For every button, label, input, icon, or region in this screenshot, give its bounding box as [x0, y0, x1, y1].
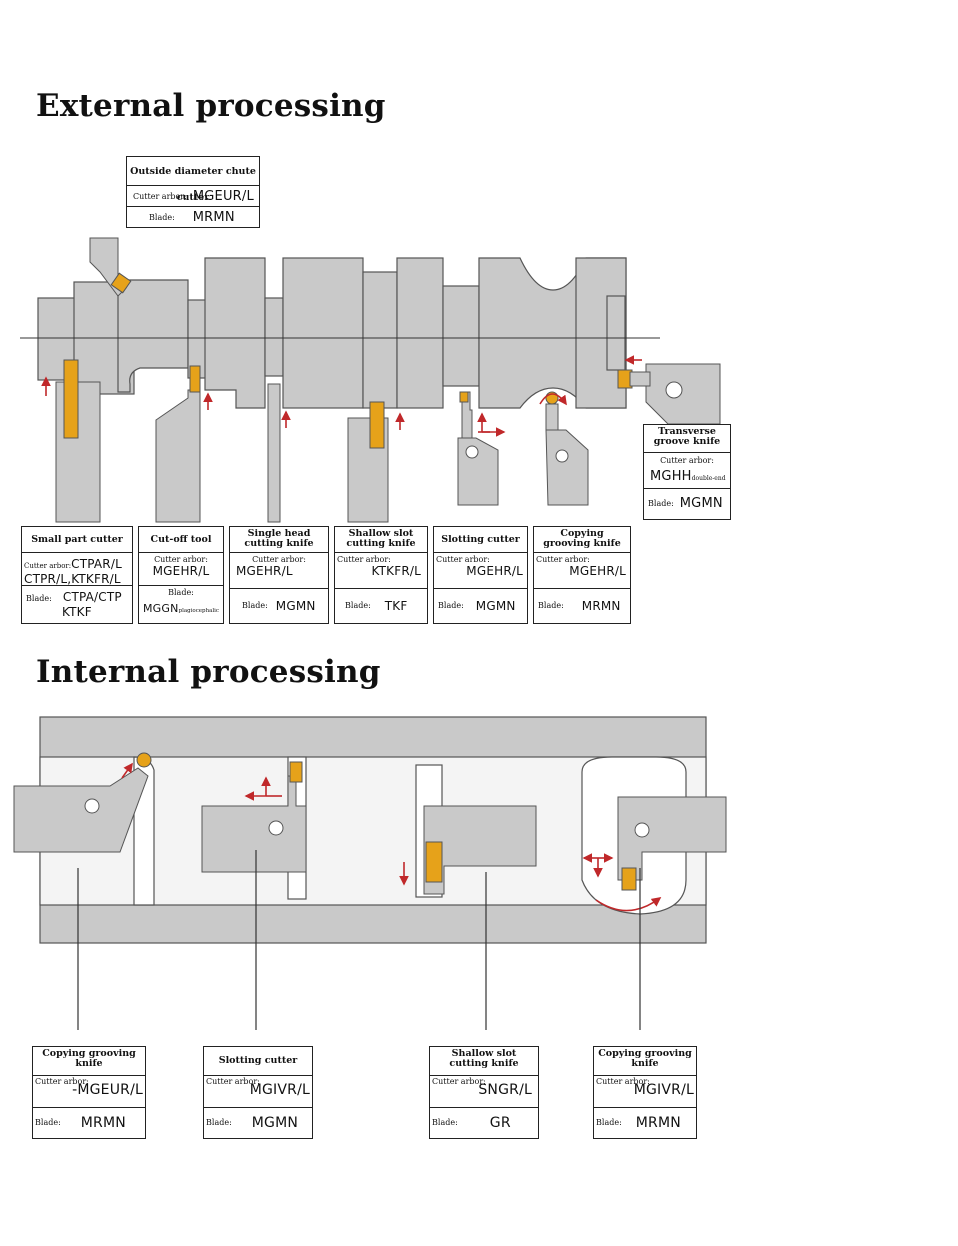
- cut-off-tool-box: Cut-off tool Cutter arbor: MGEHR/L Blade…: [138, 526, 224, 624]
- blade-value: MGMN: [679, 496, 723, 511]
- arbor-value: MGEHR/L: [466, 564, 523, 578]
- arbor-label: Cutter arbor:: [154, 555, 208, 564]
- arbor-value: -MGEUR/L: [72, 1082, 143, 1098]
- arbor-label: Cutter arbor:: [35, 1077, 89, 1086]
- blade-label: Blade:: [538, 601, 564, 610]
- box-title: Small part cutter: [22, 527, 132, 553]
- blade-value: MGGN: [142, 602, 179, 615]
- feed-arrows: [41, 355, 642, 437]
- arbor-value: MGEUR/L: [192, 188, 254, 204]
- blade-label: Blade:: [438, 601, 464, 610]
- arbor-label: Cutter arbor:: [432, 1077, 486, 1086]
- arbor-value: MGEHR/L: [569, 564, 626, 578]
- blade-value: MRMN: [192, 209, 235, 225]
- box-title: Outside diameter chute cutter: [127, 157, 259, 203]
- blade-value: MGMN: [275, 598, 316, 613]
- internal-shallow-slot-cutting-knife-box: Shallow slot cutting knife Cutter arbor:…: [429, 1046, 539, 1139]
- external-heading: External processing: [36, 88, 386, 124]
- arbor-value: MGIVR/L: [633, 1082, 694, 1098]
- copying-grooving-knife-box: Copying grooving knife Cutter arbor: MGE…: [533, 526, 631, 624]
- box-title: Transverse groove knife: [644, 425, 730, 453]
- external-tools: [55, 237, 721, 523]
- arbor-label: Cutter arbor:: [337, 555, 391, 564]
- box-title: Slotting cutter: [204, 1047, 312, 1076]
- box-title: Shallow slot cutting knife: [335, 527, 427, 553]
- blade-label: Blade:: [168, 588, 194, 597]
- transverse-groove-knife-box: Transverse groove knife Cutter arbor: MG…: [643, 424, 731, 520]
- arbor-label: Cutter arbor:: [206, 1077, 260, 1086]
- blade-label: Blade:: [345, 601, 371, 610]
- box-title: Shallow slot cutting knife: [430, 1047, 538, 1076]
- external-machining-diagram: [20, 237, 721, 523]
- outside-chute-cutter-box: Outside diameter chute cutter Cutter arb…: [126, 156, 260, 228]
- arbor-label: Cutter arbor:: [536, 555, 590, 564]
- blade-label: Blade:: [432, 1118, 458, 1127]
- blade-value: TKF: [384, 598, 408, 613]
- internal-feed-arrows: [121, 762, 662, 912]
- blade-value: MRMN: [635, 1114, 681, 1131]
- bore-workpiece: [39, 716, 707, 944]
- arbor-value: MGEHR/L: [236, 564, 293, 578]
- blade-label: Blade:: [149, 212, 175, 222]
- arbor-value-2: CTPR/L,KTKFR/L: [24, 572, 121, 586]
- blade-label: Blade:: [35, 1118, 61, 1127]
- arbor-label: Cutter arbor:: [660, 456, 714, 465]
- leader-lines: [77, 850, 641, 1030]
- blade-value: GR: [489, 1114, 511, 1131]
- blade-label: Blade:: [242, 601, 268, 610]
- blade-value: MGMN: [475, 598, 516, 613]
- arbor-value: MGIVR/L: [249, 1082, 310, 1098]
- blade-label: Blade:: [596, 1118, 622, 1127]
- internal-tools: [13, 752, 727, 895]
- blade-value: MGMN: [251, 1114, 299, 1131]
- blade-value: MRMN: [581, 598, 621, 613]
- arbor-value: MGEHR/L: [152, 564, 210, 578]
- arbor-label: Cutter arbor:: [436, 555, 490, 564]
- blade-label: Blade:: [648, 499, 674, 508]
- box-title: Copying grooving knife: [594, 1047, 696, 1076]
- arbor-suffix: double-end: [691, 475, 726, 482]
- box-title: Slotting cutter: [434, 527, 527, 553]
- workpiece-shaft: [37, 257, 627, 409]
- blade-suffix: plagiocephalic: [178, 608, 219, 614]
- shallow-slot-cutting-knife-box: Shallow slot cutting knife Cutter arbor:…: [334, 526, 428, 624]
- arbor-value: KTKFR/L: [371, 564, 421, 578]
- internal-heading: Internal processing: [36, 654, 381, 690]
- single-head-cutting-knife-box: Single head cutting knife Cutter arbor: …: [229, 526, 329, 624]
- arbor-label: Cutter arbor:: [252, 555, 306, 564]
- blade-label: Blade:: [206, 1118, 232, 1127]
- arbor-label: Cutter arbor:: [133, 191, 187, 201]
- box-title: Cut-off tool: [139, 527, 223, 553]
- internal-copying-grooving-knife-box-1: Copying grooving knife Cutter arbor: -MG…: [32, 1046, 146, 1139]
- slotting-cutter-box: Slotting cutter Cutter arbor: MGEHR/L Bl…: [433, 526, 528, 624]
- box-title: Copying grooving knife: [534, 527, 630, 553]
- arbor-value: CTPAR/L: [71, 557, 122, 571]
- arbor-label: Cutter arbor:: [596, 1077, 650, 1086]
- blade-value-2: KTKF: [62, 605, 92, 619]
- blade-value: MRMN: [80, 1114, 126, 1131]
- arbor-value: SNGR/L: [478, 1082, 532, 1098]
- box-title: Copying grooving knife: [33, 1047, 145, 1076]
- arbor-label: Cutter arbor:: [24, 562, 72, 570]
- box-title: Single head cutting knife: [230, 527, 328, 553]
- blade-label: Blade:: [26, 594, 52, 603]
- arbor-value: MGHH: [650, 469, 692, 484]
- internal-copying-grooving-knife-box-2: Copying grooving knife Cutter arbor: MGI…: [593, 1046, 697, 1139]
- small-part-cutter-box: Small part cutter Cutter arbor:CTPAR/L C…: [21, 526, 133, 624]
- blade-value: CTPA/CTP: [62, 590, 122, 604]
- internal-slotting-cutter-box: Slotting cutter Cutter arbor: MGIVR/L Bl…: [203, 1046, 313, 1139]
